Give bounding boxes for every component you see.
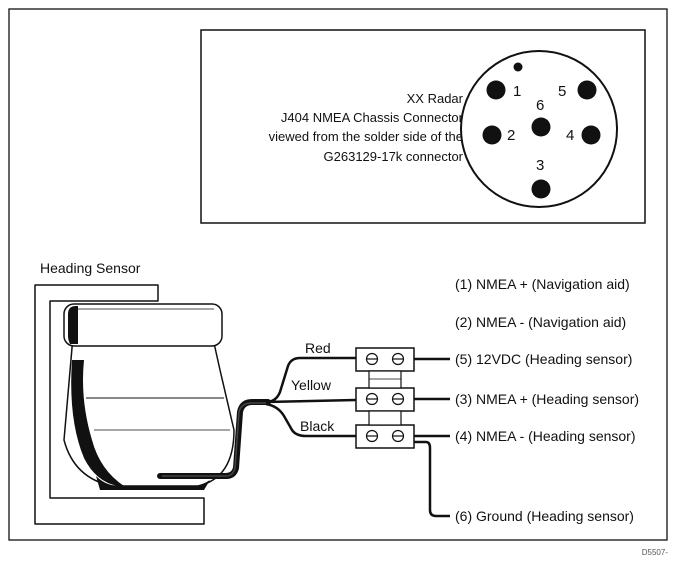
pin-2-label: 2 [507, 127, 515, 144]
terminal-strip [355, 347, 415, 449]
sensor-top-cap [63, 303, 223, 347]
terminal-link-1 [368, 370, 402, 389]
connector-title-line-1: XX Radar [407, 91, 464, 106]
connector-outline [460, 50, 618, 208]
pin-3 [531, 179, 551, 199]
sensor-mount-bracket [34, 284, 205, 525]
terminal-link-2 [368, 410, 402, 426]
pin-1 [486, 80, 506, 100]
connection-label-6: (6) Ground (Heading sensor) [455, 508, 634, 524]
pin-5 [577, 80, 597, 100]
heading-sensor-label: Heading Sensor [40, 260, 141, 276]
wires: Red Yellow Black [265, 340, 357, 438]
heading-sensor: Heading Sensor [34, 260, 235, 525]
sensor-top-cap-shading [68, 306, 78, 344]
terminal-block-3 [355, 424, 415, 449]
outer-frame [8, 8, 668, 541]
wire-black [265, 402, 356, 438]
terminal-screw-1a [365, 352, 379, 366]
sensor-cable-core [162, 402, 266, 477]
figure-code: D5507- [642, 548, 669, 557]
pin-6-label: 6 [536, 97, 544, 114]
output-leads [414, 357, 450, 518]
lead-ground [414, 440, 450, 518]
connection-label-4: (3) NMEA + (Heading sensor) [455, 391, 639, 407]
connector-title-line-4: G263129-17k connector [324, 149, 464, 164]
pin-5-label: 5 [558, 83, 566, 100]
terminal-block-1 [355, 347, 415, 372]
terminal-screw-3a [365, 429, 379, 443]
connector-box-border [200, 29, 646, 224]
sensor-dome-shadow [71, 360, 124, 486]
terminal-screw-3b [391, 429, 405, 443]
connection-label-1: (1) NMEA + (Navigation aid) [455, 276, 630, 292]
terminal-screw-2b [391, 392, 405, 406]
connector-title-line-3: viewed from the solder side of the [269, 129, 463, 144]
connector-key-dot [513, 62, 523, 72]
pin-4-label: 4 [566, 127, 574, 144]
connector-title-line-2: J404 NMEA Chassis Connector [281, 110, 464, 125]
pin-1-label: 1 [513, 83, 521, 100]
terminal-screw-1b [391, 352, 405, 366]
sensor-base-shadow [96, 476, 210, 490]
pin-4 [581, 125, 601, 145]
connection-label-5: (4) NMEA - (Heading sensor) [455, 428, 636, 444]
pin-2 [482, 125, 502, 145]
wire-yellow [265, 398, 357, 404]
terminal-screw-2a [365, 392, 379, 406]
pin-6 [531, 117, 551, 137]
wire-red-label: Red [305, 340, 331, 356]
connector-box: XX Radar J404 NMEA Chassis Connector vie… [200, 29, 646, 224]
connection-labels: (1) NMEA + (Navigation aid) (2) NMEA - (… [455, 276, 639, 524]
connection-label-2: (2) NMEA - (Navigation aid) [455, 314, 626, 330]
pin-3-label: 3 [536, 157, 544, 174]
wire-yellow-label: Yellow [291, 377, 332, 393]
wire-black-label: Black [300, 418, 335, 434]
connection-label-3: (5) 12VDC (Heading sensor) [455, 351, 632, 367]
terminal-block-2 [355, 387, 415, 412]
